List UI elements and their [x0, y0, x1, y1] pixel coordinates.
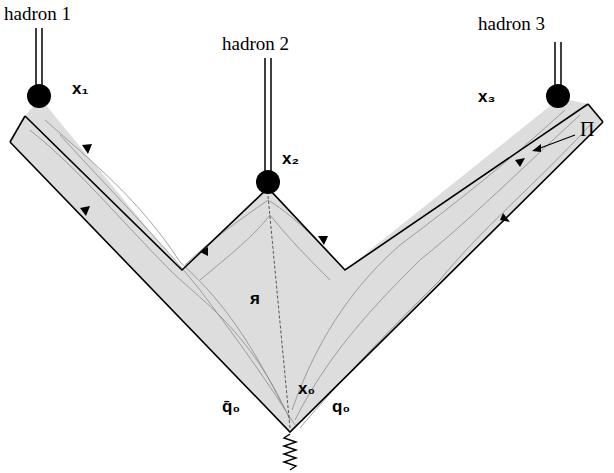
hadron-label: hadron 1 — [4, 4, 71, 25]
arrowheads — [80, 144, 525, 256]
quark-label: q̄₀ — [222, 398, 240, 417]
hadron-label: hadron 3 — [478, 14, 545, 35]
hadron-lines — [36, 28, 561, 172]
area-label: я — [250, 290, 260, 309]
color-field-lines — [30, 110, 590, 428]
string-band — [10, 98, 603, 432]
vertex-label: x₃ — [478, 88, 495, 107]
hadron-dots — [27, 84, 570, 194]
quark-lines — [10, 122, 603, 432]
string-inner — [25, 104, 588, 270]
hadron-label: hadron 2 — [222, 34, 289, 55]
band-end — [10, 116, 25, 142]
photon-line — [284, 434, 296, 470]
leader-arrow — [532, 144, 541, 152]
vertex-label: x₀ — [298, 380, 315, 399]
vertex-label: x₂ — [282, 150, 299, 169]
vertex-label: x₁ — [72, 80, 89, 99]
quark-label: q₀ — [332, 398, 350, 417]
axis-line — [268, 196, 290, 428]
string-label: Π — [580, 118, 594, 140]
